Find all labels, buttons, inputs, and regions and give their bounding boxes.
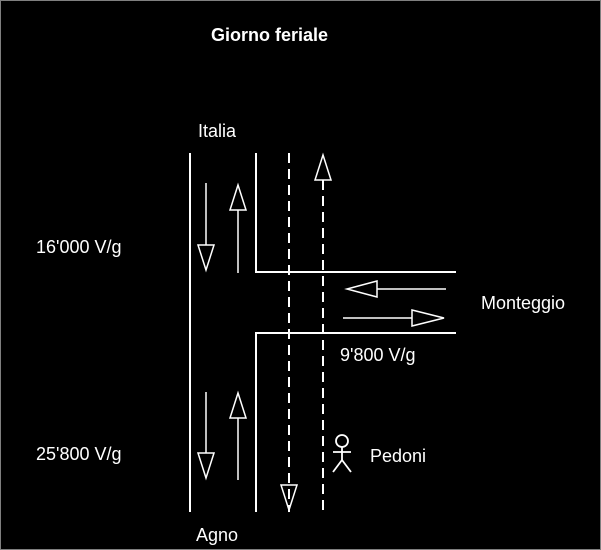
road-lines — [189, 153, 456, 512]
east-eastbound-arrow — [343, 309, 445, 327]
south-southbound-arrow — [196, 392, 216, 481]
north-label: Italia — [198, 121, 237, 141]
south-northbound-arrow — [228, 390, 248, 480]
north-volume-label: 16'000 V/g — [36, 237, 122, 257]
east-westbound-arrow — [344, 280, 446, 298]
path-up-arrow — [313, 152, 333, 181]
south-volume-label: 25'800 V/g — [36, 444, 122, 464]
main-road-right-edge-upper — [255, 153, 456, 273]
east-volume-label: 9'800 V/g — [340, 345, 416, 365]
diagram-title: Giorno feriale — [211, 25, 329, 45]
east-label: Monteggio — [481, 293, 566, 313]
pedestrian-icon — [332, 434, 352, 473]
path-down-arrow — [279, 484, 299, 513]
pedestrian-path-lines — [288, 153, 324, 512]
south-label: Agno — [196, 525, 239, 545]
north-northbound-arrow — [228, 182, 248, 273]
north-southbound-arrow — [196, 183, 216, 273]
pedestrians-label: Pedoni — [370, 446, 427, 466]
main-road-right-edge-lower — [255, 332, 456, 512]
